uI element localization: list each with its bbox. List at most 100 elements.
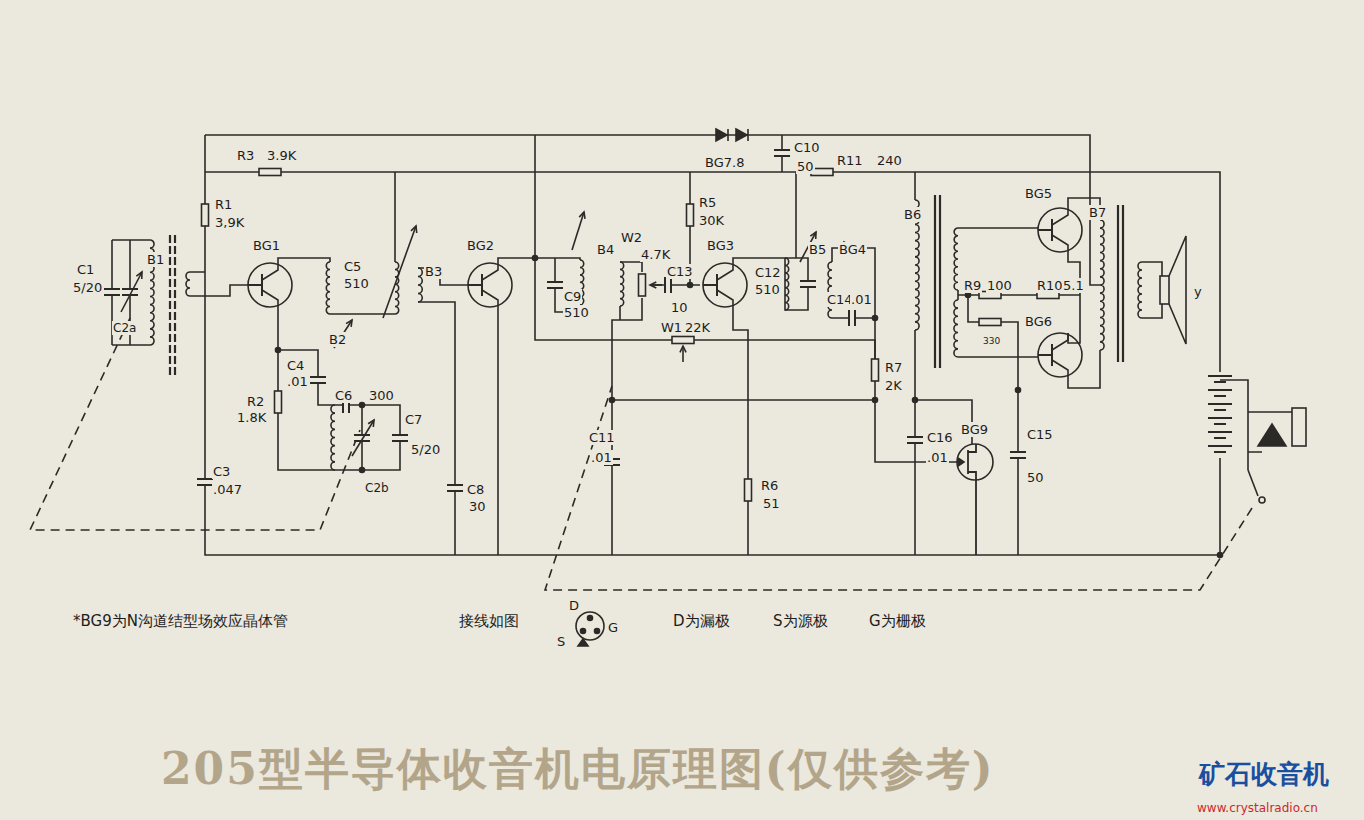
capacitor-symbol	[197, 479, 213, 485]
label-holder: 22K	[684, 318, 711, 336]
wire	[958, 228, 1038, 357]
label-holder: R11	[836, 151, 864, 169]
label-holder: .01	[926, 448, 949, 466]
label-holder: C15	[1026, 425, 1054, 443]
capacitor-gap	[849, 309, 855, 327]
part-label: BG5	[1024, 186, 1053, 201]
capacitor-gap	[773, 150, 791, 156]
capacitor-gap	[391, 435, 409, 441]
note-text: D为漏极	[672, 612, 731, 630]
coil-symbol	[1138, 262, 1142, 318]
coil-symbol	[331, 405, 335, 470]
label-holder: C2b	[364, 478, 390, 496]
junction-dot	[360, 403, 365, 408]
label-holder: 接线如图	[458, 612, 520, 630]
jack-symbol	[1292, 408, 1306, 446]
capacitor-gap	[799, 281, 817, 287]
junction-dot	[276, 348, 281, 353]
transistor-collector	[262, 263, 278, 280]
wire	[733, 307, 748, 555]
tuning-arrow	[383, 226, 416, 318]
label-holder: B5	[808, 240, 827, 258]
gang-link	[30, 318, 360, 530]
resistor-symbol	[979, 319, 1001, 326]
label-holder: 50	[1026, 468, 1045, 486]
fet-symbol	[957, 444, 993, 480]
wire	[278, 350, 335, 405]
tuning-arrow	[572, 212, 584, 250]
transistor-emitter	[262, 290, 278, 307]
part-label: D	[568, 598, 580, 613]
part-label: 10	[670, 300, 689, 315]
junction-dot	[966, 293, 971, 298]
label-holder: B1	[146, 250, 165, 268]
label-holder: R9	[963, 276, 982, 294]
arrow-head	[650, 282, 656, 288]
label-holder: BG4	[838, 240, 867, 258]
coil-symbol	[418, 268, 422, 302]
capacitor-gap	[1009, 452, 1027, 458]
part-label: C7	[404, 412, 423, 427]
part-label: 510	[754, 282, 781, 297]
label-holder: 5/20	[410, 440, 441, 458]
switch-blade	[1248, 470, 1258, 496]
resistor-symbol	[639, 274, 646, 296]
jack-spring	[1248, 412, 1292, 452]
label-holder: C1	[76, 260, 95, 278]
part-label: C16	[926, 430, 954, 445]
junction-dot	[581, 629, 586, 634]
capacitor-symbol	[665, 277, 671, 293]
label-holder: 300	[368, 386, 395, 404]
junction-dot	[873, 398, 878, 403]
arrow-head	[680, 346, 686, 352]
capacitor-symbol	[774, 150, 790, 156]
watermark: www.crystalradio.cn	[1196, 801, 1319, 815]
label-holder: C7	[404, 410, 423, 428]
capacitor-symbol	[392, 435, 408, 441]
label-holder: .047	[212, 480, 243, 498]
label-holder: R7	[884, 358, 903, 376]
label-holder: B7	[1088, 203, 1107, 221]
coil-symbol	[828, 262, 832, 318]
part-label: 1.8K	[236, 410, 267, 425]
label-holder: R3	[236, 146, 255, 164]
transistor-base	[1038, 344, 1052, 366]
wire	[914, 400, 916, 555]
transformer-core	[170, 235, 175, 375]
arrow-head	[136, 272, 142, 279]
part-label: y	[1193, 284, 1203, 299]
jack-contact	[1258, 424, 1286, 446]
transistor-symbol	[703, 263, 747, 307]
wire	[205, 135, 1220, 555]
part-label: 5/20	[72, 280, 103, 295]
part-label: C15	[1026, 427, 1054, 442]
capacitor-symbol	[104, 289, 120, 295]
transformer-core	[935, 195, 940, 368]
part-label: 3,9K	[214, 215, 245, 230]
resistor-symbol	[745, 479, 752, 501]
label-holder: R10	[1036, 276, 1064, 294]
wire	[1220, 380, 1248, 470]
arrow-head	[368, 420, 374, 427]
coil-symbol	[326, 262, 330, 314]
label-holder: 100	[986, 276, 1013, 294]
part-label: B7	[1088, 205, 1107, 220]
fet-gate-arrow	[958, 458, 964, 466]
battery-cell	[1208, 446, 1232, 452]
label-holder: 3.9K	[266, 146, 297, 164]
battery-cell	[1208, 432, 1232, 438]
part-label: R5	[698, 195, 717, 210]
label-holder: R6	[760, 476, 779, 494]
label-holder: .01	[286, 372, 309, 390]
capacitor-symbol	[849, 310, 855, 326]
junction-dot	[360, 468, 365, 473]
part-label: C12	[754, 265, 782, 280]
label-holder: S	[556, 632, 566, 650]
fet-channel	[957, 444, 976, 555]
tuning-arrow	[352, 420, 374, 456]
label-holder: C3	[212, 462, 231, 480]
junction-dot	[1218, 553, 1223, 558]
gang-link	[545, 386, 1252, 590]
part-label: B4	[596, 242, 615, 257]
transistor-collector	[717, 263, 733, 280]
